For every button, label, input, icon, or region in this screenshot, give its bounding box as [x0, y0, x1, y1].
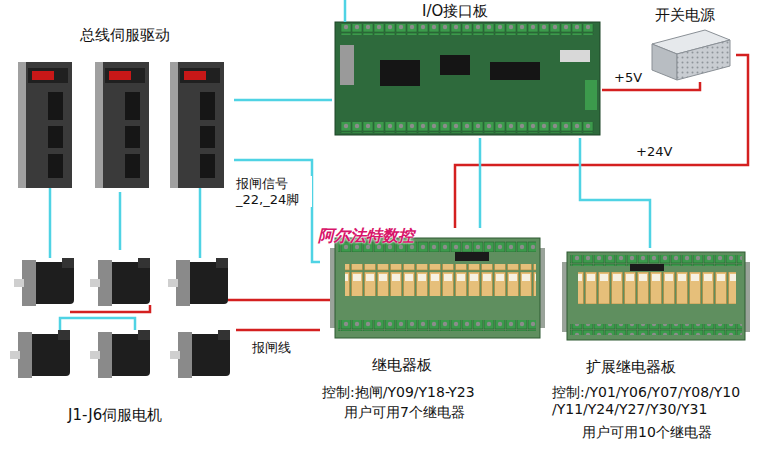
psu-side [652, 44, 677, 80]
connector [560, 50, 590, 62]
servo-motor [14, 258, 74, 306]
signal-cable [119, 192, 122, 250]
relay-board [330, 238, 545, 338]
wire-label: +5V [612, 70, 644, 86]
drive-group: 总线伺服驱动 [12, 24, 234, 192]
wire-label: +24V [634, 144, 674, 160]
signal-cable [234, 99, 332, 102]
chip [380, 60, 420, 86]
terminal-strip [570, 324, 742, 335]
servo-motor [90, 330, 150, 378]
relay-count: 用户可用7个继电器 [344, 404, 465, 421]
connector [630, 264, 664, 271]
power-wire [236, 329, 320, 332]
terminal-strip [340, 24, 594, 35]
chip [440, 55, 470, 75]
brake-wire [228, 299, 330, 302]
io-board: I/O接口板 [332, 2, 602, 138]
servo-motor [10, 330, 70, 378]
servo-motor [170, 330, 230, 378]
chip [490, 62, 540, 80]
wire-label: 报闸线 [250, 340, 293, 356]
servo-drive [18, 62, 72, 188]
power-supply [652, 30, 730, 80]
connector [340, 45, 354, 85]
servo-drives [18, 62, 224, 188]
relay-row [345, 264, 536, 296]
connector [585, 80, 597, 110]
relay-row [578, 272, 736, 304]
caption: 扩展继电器板 [586, 358, 676, 376]
control-note: 控制:抱闸/Y09/Y18-Y23 [322, 384, 475, 401]
io-board [335, 22, 600, 135]
psu-front [677, 40, 730, 80]
caption: J1-J6伺服电机 [68, 406, 162, 424]
extra-wires [50, 0, 345, 330]
motor-cable [60, 318, 135, 330]
power-supply: 开关电源 [640, 2, 736, 82]
wire-label: 报闸信号 _22,_24脚 [234, 176, 312, 207]
servo-drive [95, 62, 149, 188]
servo-motor [168, 258, 228, 306]
control-note: 控制:/Y01/Y06/Y07/Y08/Y10 /Y11/Y24/Y27/Y30… [552, 384, 758, 418]
caption: 开关电源 [655, 6, 715, 24]
signal-cable [479, 138, 482, 228]
watermark: 阿尔法特数控 [318, 226, 414, 247]
pcb [567, 252, 745, 340]
connector [455, 252, 489, 261]
servo-motors [10, 258, 230, 378]
brake-wire [70, 305, 150, 312]
terminal-strip [340, 122, 594, 133]
pcb [335, 22, 600, 135]
pcb [335, 238, 540, 338]
extension-relay-board [562, 252, 750, 340]
extension-relay-board: 扩展继电器板控制:/Y01/Y06/Y07/Y08/Y10 /Y11/Y24/Y… [550, 248, 761, 446]
bus-cable [344, 0, 347, 22]
motor-cable [199, 188, 202, 258]
motor-cable [49, 188, 52, 258]
power-wire [455, 55, 748, 228]
caption: 总线伺服驱动 [80, 26, 170, 44]
signal-cable [234, 160, 320, 262]
caption: I/O接口板 [422, 2, 488, 20]
caption: 继电器板 [372, 356, 432, 374]
relay-board: 继电器板控制:抱闸/Y09/Y18-Y23 用户可用7个继电器 [320, 228, 548, 432]
terminal-strip [338, 320, 536, 331]
servo-motors: J1-J6伺服电机 [5, 250, 236, 432]
servo-motor [90, 258, 150, 306]
relay-count: 用户可用10个继电器 [582, 424, 712, 441]
servo-drive [170, 62, 224, 188]
